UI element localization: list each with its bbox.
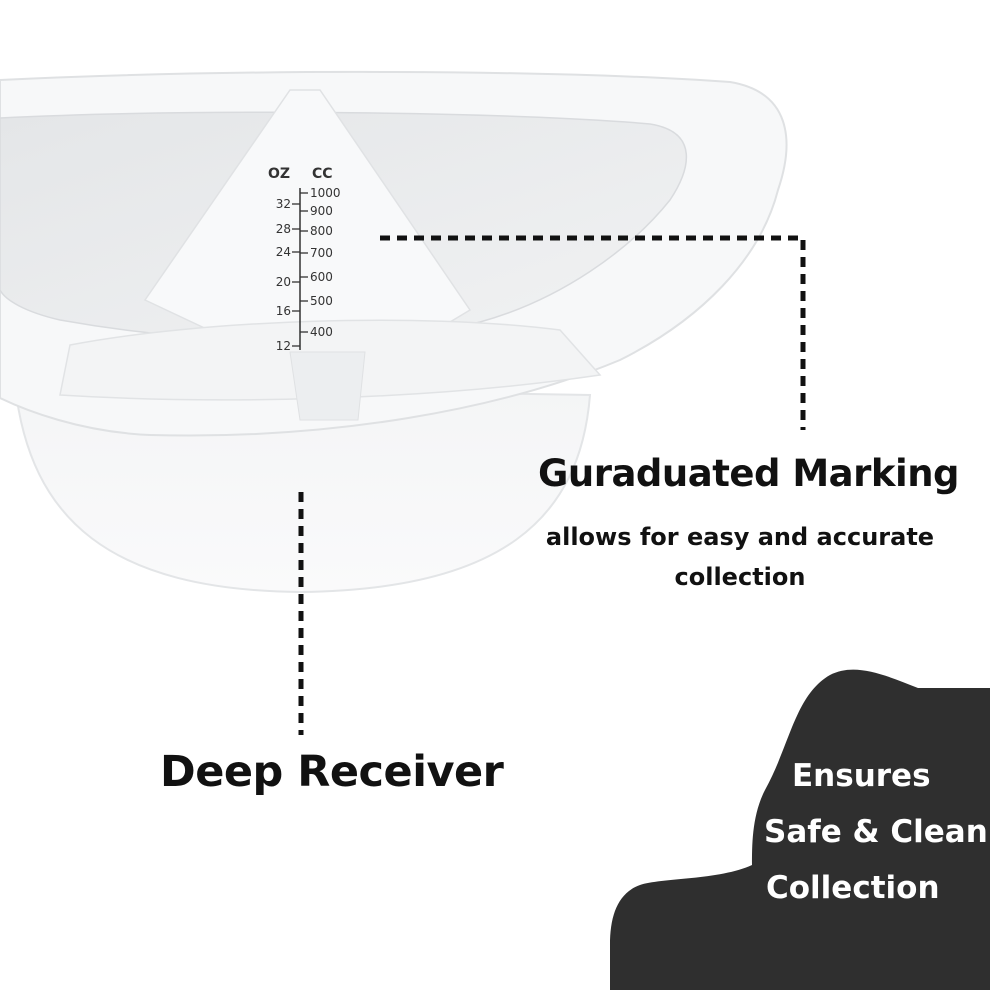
marking-callout-line [380,235,806,430]
badge-line-ensures: Ensures [792,758,931,794]
graduated-marking-title: Guraduated Marking [538,452,960,495]
oz-tick-label: 20 [276,275,291,289]
oz-tick-label: 12 [276,339,291,353]
graduated-marking-description: allows for easy and accurate collection [545,523,935,591]
unit-label-oz: OZ [268,166,290,182]
oz-tick-label: 28 [276,222,291,236]
oz-tick-label: 24 [276,245,291,259]
badge-line-collection: Collection [766,870,940,906]
cc-tick-label: 400 [310,325,333,339]
feature-badge-shape [610,669,990,990]
cc-tick-label: 500 [310,294,333,308]
deep-receiver-basin [13,383,592,594]
cc-tick-label: 800 [310,224,333,238]
cc-tick-label: 1000 [310,186,341,200]
cc-tick-label: 700 [310,246,333,260]
graduated-scale: OZ CC 32 28 24 20 16 12 1000 900 800 700 600 500 400 [268,166,341,353]
cc-tick-label: 900 [310,204,333,218]
badge-line-safe-clean: Safe & Clean [764,814,988,850]
spout-notch [289,351,366,421]
feature-badge-text: Ensures Safe & Clean Collection [752,748,988,916]
oz-tick-label: 32 [276,197,291,211]
oz-tick-label: 16 [276,304,291,318]
unit-label-cc: CC [312,166,333,182]
deep-receiver-title: Deep Receiver [160,747,504,797]
cc-tick-label: 600 [310,270,333,284]
